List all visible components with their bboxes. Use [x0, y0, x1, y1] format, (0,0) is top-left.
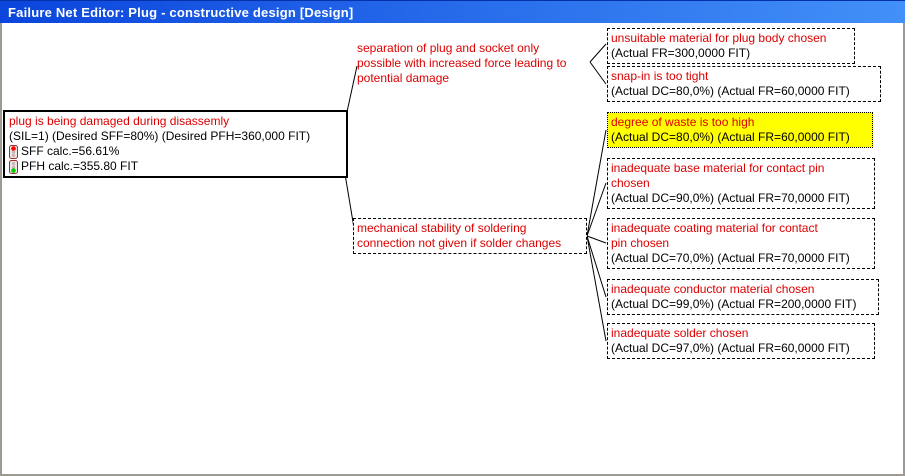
cause-actual-values: (Actual DC=70,0%) (Actual FR=70,0000 FIT…	[611, 251, 850, 265]
cause-label: inadequate coating material for contact …	[611, 221, 818, 250]
failure-mode-text: separation of plug and socket only possi…	[357, 41, 567, 85]
failure-cause-unsuitable-material[interactable]: unsuitable material for plug body chosen…	[607, 28, 855, 64]
failure-node-root[interactable]: plug is being damaged during disassemly …	[3, 110, 348, 178]
cause-actual-values: (Actual DC=90,0%) (Actual FR=70,0000 FIT…	[611, 191, 850, 205]
cause-label: degree of waste is too high	[611, 115, 755, 129]
cause-actual-values: (Actual DC=99,0%) (Actual FR=200,0000 FI…	[611, 297, 857, 311]
window-title: Failure Net Editor: Plug - constructive …	[8, 4, 354, 20]
cause-actual-values: (Actual FR=300,0000 FIT)	[611, 46, 751, 60]
cause-label: unsuitable material for plug body chosen	[611, 31, 827, 45]
failure-cause-conductor-material[interactable]: inadequate conductor material chosen (Ac…	[607, 279, 879, 315]
cause-actual-values: (Actual DC=97,0%) (Actual FR=60,0000 FIT…	[611, 341, 850, 355]
sff-calc-value: SFF calc.=56.61%	[21, 144, 120, 158]
traffic-light-red-icon	[9, 144, 18, 159]
failure-title: plug is being damaged during disassemly	[9, 114, 230, 128]
failure-cause-coating-material[interactable]: inadequate coating material for contact …	[607, 218, 875, 269]
failure-params: (SIL=1) (Desired SFF=80%) (Desired PFH=3…	[9, 129, 311, 143]
failure-cause-solder[interactable]: inadequate solder chosen (Actual DC=97,0…	[607, 323, 875, 359]
failure-mode-soldering[interactable]: mechanical stability of soldering connec…	[353, 218, 587, 254]
cause-label: snap-in is too tight	[611, 69, 709, 83]
cause-label: inadequate conductor material chosen	[611, 282, 815, 296]
title-bar[interactable]: Failure Net Editor: Plug - constructive …	[0, 0, 905, 23]
failure-cause-degree-of-waste-selected[interactable]: degree of waste is too high (Actual DC=8…	[607, 112, 873, 148]
cause-actual-values: (Actual DC=80,0%) (Actual FR=60,0000 FIT…	[611, 84, 850, 98]
cause-label: inadequate solder chosen	[611, 326, 749, 340]
failure-mode-text: mechanical stability of soldering connec…	[357, 221, 562, 250]
traffic-light-green-icon	[9, 159, 18, 174]
cause-label: inadequate base material for contact pin…	[611, 161, 825, 190]
cause-actual-values: (Actual DC=80,0%) (Actual FR=60,0000 FIT…	[611, 130, 850, 144]
pfh-calc-value: PFH calc.=355.80 FIT	[21, 159, 139, 173]
failure-cause-snap-in-tight[interactable]: snap-in is too tight (Actual DC=80,0%) (…	[607, 66, 881, 102]
failure-mode-separation[interactable]: separation of plug and socket only possi…	[357, 41, 597, 86]
failure-cause-base-material[interactable]: inadequate base material for contact pin…	[607, 158, 875, 209]
